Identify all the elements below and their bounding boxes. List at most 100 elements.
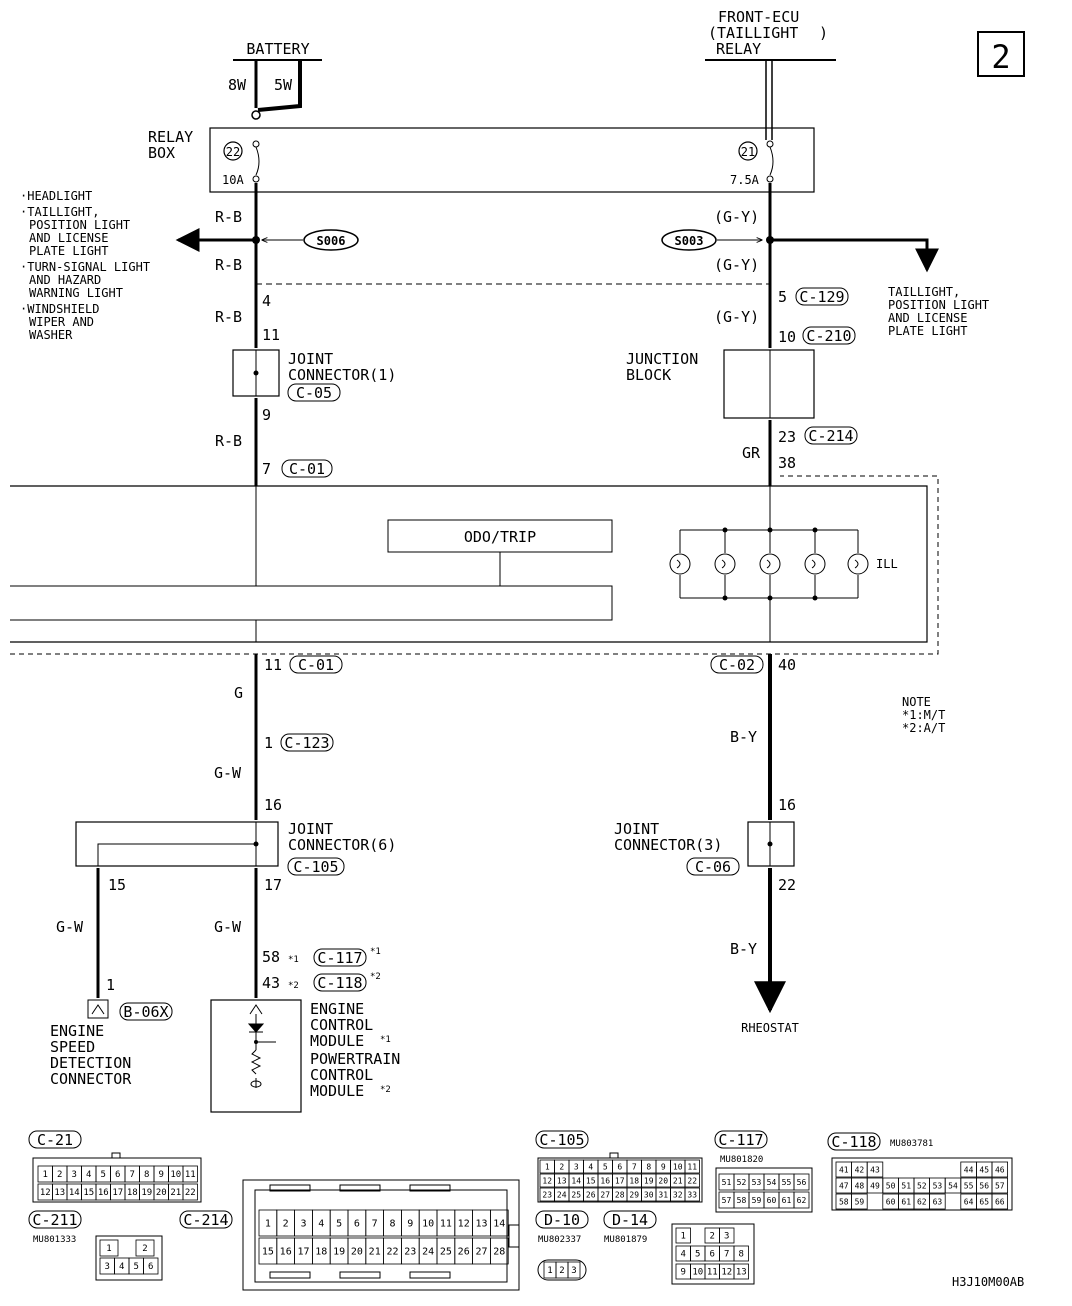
pin-cell — [684, 1173, 700, 1188]
pin-cell — [991, 1177, 1009, 1194]
pin-number: 1 — [681, 1232, 686, 1242]
pcm-label-2: CONTROL — [310, 1066, 373, 1084]
pin-cell — [684, 1187, 700, 1202]
pin-number: 2 — [142, 1244, 147, 1254]
pin-number: 3 — [72, 1170, 77, 1180]
pin-number: 6 — [710, 1250, 715, 1260]
conn-c06-box — [686, 857, 740, 876]
pin-number: 60 — [886, 1197, 896, 1206]
pin-number: 9 — [681, 1268, 686, 1278]
pin-43-star: *2 — [288, 981, 299, 991]
meter-outline — [10, 485, 928, 643]
pin-number: 6 — [354, 1219, 360, 1230]
pin-number: 13 — [475, 1219, 487, 1230]
pin-number: 15 — [586, 1176, 596, 1185]
pin-38: 38 — [778, 454, 796, 472]
conn-c01b-box — [289, 655, 343, 674]
pin-cell — [866, 1161, 884, 1178]
ecm-resistor-icon — [250, 1049, 262, 1075]
wire-by-label-1: B-Y — [730, 728, 757, 746]
joint-6-node — [253, 841, 259, 847]
view-ecm-latch — [508, 1224, 520, 1248]
fuse-21-element — [769, 146, 774, 176]
pin-number: 6 — [617, 1162, 622, 1171]
view-c117-part: MU801820 — [720, 1155, 763, 1165]
joint-3-label-1: JOINT — [614, 820, 659, 838]
view-d14-part: MU801879 — [604, 1235, 647, 1245]
page-number: 2 — [991, 38, 1010, 76]
view-c118-label: C-118 — [831, 1133, 876, 1151]
pin-number: 10 — [673, 1162, 683, 1171]
pin-number: 47 — [839, 1181, 849, 1190]
pin-number: 4 — [318, 1219, 324, 1230]
pin-cell — [567, 1261, 581, 1279]
pin-number: 27 — [475, 1247, 487, 1258]
conn-c02: C-02 — [719, 656, 755, 674]
pin-number: 1 — [43, 1170, 48, 1180]
fuse-21-top — [766, 140, 774, 148]
conn-c05-box — [287, 383, 341, 402]
pin-number: 25 — [571, 1190, 581, 1199]
pin-number: 5 — [603, 1162, 608, 1171]
pin-15: 15 — [108, 876, 126, 894]
conn-c06: C-06 — [695, 858, 731, 876]
pin-number: 54 — [767, 1178, 777, 1187]
pin-number: 14 — [571, 1176, 581, 1185]
pin-cell — [99, 1239, 119, 1257]
view-c105-tag — [535, 1130, 589, 1149]
pin-number: 1 — [265, 1219, 271, 1230]
pin-number: 3 — [724, 1232, 729, 1242]
pin-number: 31 — [658, 1190, 668, 1199]
view-c211-body — [95, 1235, 163, 1281]
pin-cell — [684, 1159, 700, 1174]
relay-box-label-2: BOX — [148, 144, 175, 162]
conn-c105-box — [287, 857, 345, 876]
pin-number: 5 — [336, 1219, 342, 1230]
pin-number: 17 — [615, 1176, 625, 1185]
view-c21-key — [111, 1152, 121, 1159]
odo-trip-label: ODO/TRIP — [464, 528, 536, 546]
pin-number: 1 — [547, 1266, 552, 1276]
pin-number: 56 — [979, 1181, 989, 1190]
pin-number: 20 — [658, 1176, 668, 1185]
pin-cell — [143, 1257, 159, 1275]
pin-number: 19 — [141, 1188, 152, 1198]
view-c211-label: C-211 — [32, 1211, 77, 1229]
view-c117-body — [715, 1167, 813, 1213]
joint-1-label-1: JOINT — [288, 350, 333, 368]
fuse-22-rating: 10A — [222, 173, 244, 187]
esd-label-1: ENGINE — [50, 1022, 104, 1040]
pin-number: 11 — [687, 1162, 697, 1171]
ecm-box — [210, 999, 302, 1113]
conn-c210: C-210 — [806, 327, 851, 345]
pin-58: 58 — [262, 948, 280, 966]
ecm-node — [254, 1040, 258, 1044]
joint-connector-3 — [747, 821, 795, 867]
wire-gw-label-2: G-W — [56, 918, 84, 936]
conn-c214: C-214 — [808, 427, 853, 445]
front-ecu-label-2: (TAILLIGHT — [708, 24, 798, 42]
pcm-star: *2 — [380, 1085, 391, 1095]
pin-number: 12 — [40, 1188, 51, 1198]
relay-box — [209, 127, 815, 193]
splice-s006 — [303, 229, 359, 251]
conn-c02-box — [710, 655, 764, 674]
note-1: *1:M/T — [902, 708, 945, 722]
branch-turn-3: WARNING LIGHT — [29, 286, 123, 300]
pin-number: 64 — [964, 1197, 974, 1206]
pin-23: 23 — [778, 428, 796, 446]
splice-s006-label: S006 — [317, 234, 346, 248]
pin-58-star: *1 — [288, 955, 299, 965]
pin-number: 61 — [901, 1197, 911, 1206]
pin-cell — [793, 1173, 810, 1191]
fuse-22-number: 22 — [226, 145, 240, 159]
pin-number: 62 — [797, 1196, 807, 1205]
ecm-diode-icon — [247, 1023, 265, 1033]
pin-number: 18 — [315, 1247, 327, 1258]
pin-number: 28 — [615, 1190, 625, 1199]
joint-6-link — [97, 843, 256, 866]
pin-number: 2 — [710, 1232, 715, 1242]
pin-number: 55 — [964, 1181, 974, 1190]
pin-number: 19 — [333, 1247, 345, 1258]
